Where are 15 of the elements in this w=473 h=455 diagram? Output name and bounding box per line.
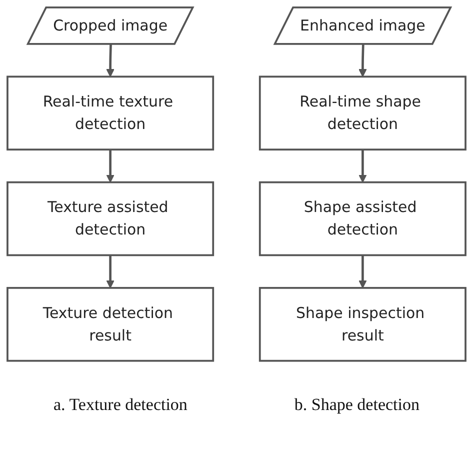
node-box xyxy=(258,76,466,150)
flowchart: Cropped image Real-time texture detection Texture assisted detection Texture detection result Enhanced image Real-time shape detection Shape assisted detection Shape inspection result xyxy=(0,0,473,368)
caption: b. Shape detection xyxy=(294,395,420,415)
arrow xyxy=(358,44,367,78)
node-box xyxy=(258,181,466,256)
node-box xyxy=(6,181,214,256)
arrow xyxy=(106,255,114,288)
node-box xyxy=(6,286,214,362)
arrow xyxy=(106,150,114,183)
arrow xyxy=(358,150,367,183)
node-box xyxy=(6,76,214,150)
arrow xyxy=(358,255,367,288)
caption: a. Texture detection xyxy=(53,395,188,415)
arrow xyxy=(106,44,114,78)
node-box xyxy=(258,286,466,362)
